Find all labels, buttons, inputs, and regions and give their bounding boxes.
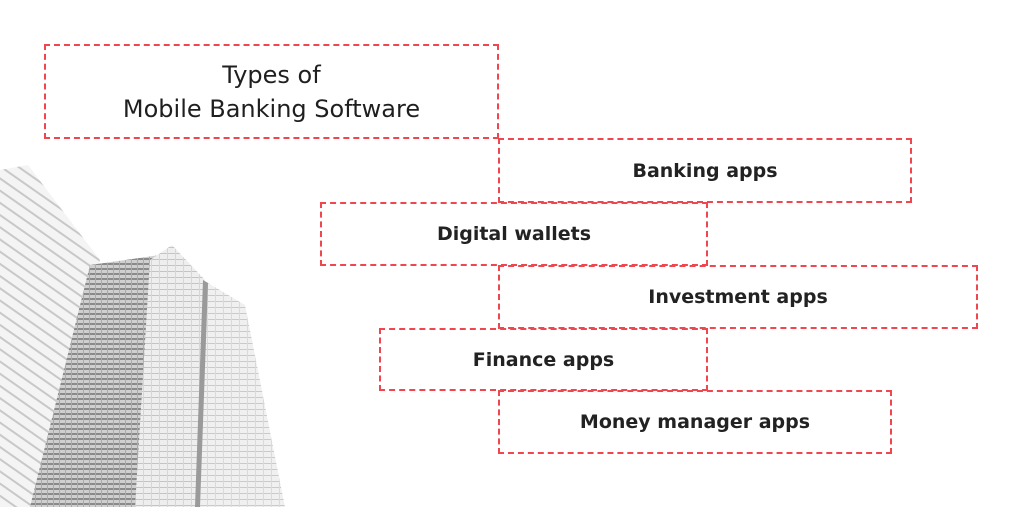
title-line-2: Mobile Banking Software bbox=[122, 94, 421, 123]
title-line-1: Types of bbox=[222, 60, 321, 89]
item-finance-apps: Finance apps bbox=[379, 328, 708, 391]
item-label: Finance apps bbox=[472, 348, 615, 371]
item-investment-apps: Investment apps bbox=[498, 265, 978, 329]
item-label: Banking apps bbox=[632, 159, 778, 182]
item-banking-apps: Banking apps bbox=[498, 138, 912, 203]
item-money-manager-apps: Money manager apps bbox=[498, 390, 892, 454]
item-label: Digital wallets bbox=[436, 223, 592, 245]
title-box: Types of Mobile Banking Software bbox=[44, 44, 499, 139]
skyscraper-image bbox=[0, 165, 285, 507]
item-label: Investment apps bbox=[648, 286, 828, 308]
item-label: Money manager apps bbox=[579, 411, 811, 433]
item-digital-wallets: Digital wallets bbox=[320, 202, 708, 266]
